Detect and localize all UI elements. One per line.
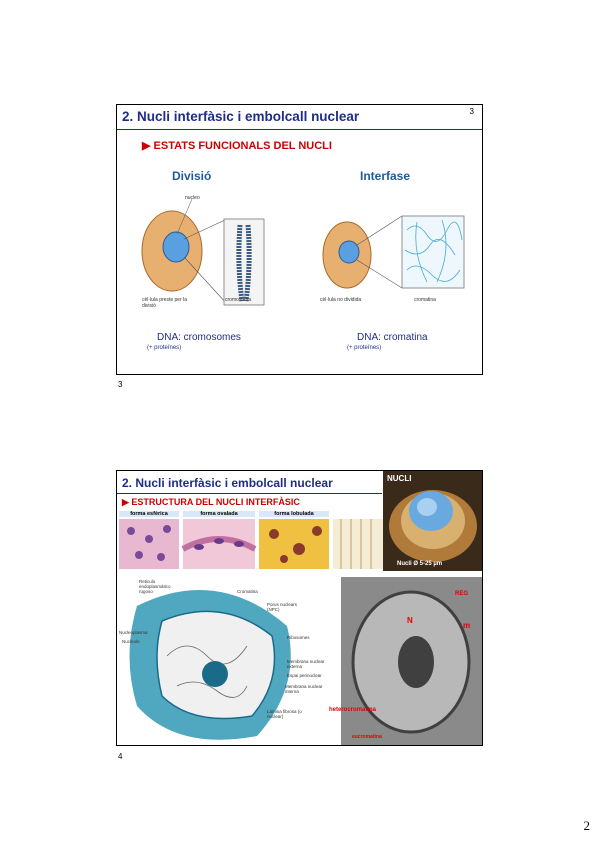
micro-label-n: N xyxy=(407,616,413,625)
nucleus-micrograph xyxy=(341,577,482,745)
nucleus-3d-image xyxy=(383,471,482,571)
interphase-cell-illustration xyxy=(322,215,465,289)
micro-label-rer: REG xyxy=(455,591,469,597)
nucleus-label: nucleo xyxy=(185,195,200,201)
label-rer: Reticulo endoplasmàtico rugoso xyxy=(139,579,171,594)
label-cromatina: Cromatina xyxy=(237,589,258,594)
left-cell-caption: cèl·lula preste per la divisió xyxy=(142,297,188,309)
slide-number: 3 xyxy=(469,107,474,116)
label-porus: Porus nuclears (NPC) xyxy=(267,602,298,612)
slide-number-below: 4 xyxy=(118,752,123,761)
title-rule xyxy=(117,129,482,130)
page-number: 2 xyxy=(583,818,591,833)
thumb-label-spherical: forma esfèrica xyxy=(119,511,179,517)
label-nucleoplasma: Nucleoplasma xyxy=(119,630,148,635)
label-lamina: Làmina fibrosa (o nuclear) xyxy=(267,709,302,719)
label-membrana-ext: Membrana nuclear externa xyxy=(287,659,325,669)
label-espai: Espai perinuclear xyxy=(287,673,322,678)
nuclear-envelope-diagram xyxy=(129,590,291,740)
tissue-thumbnails xyxy=(119,519,383,569)
thumb-label-oval: forma ovalada xyxy=(183,511,255,517)
section-heading: ▶ ESTRUCTURA DEL NUCLI INTERFÀSIC xyxy=(122,497,300,507)
label-nucleolo: Nucleolo xyxy=(122,639,140,644)
micro-label-heterochromatin: heterocromatina xyxy=(329,707,377,713)
section-heading: ▶ ESTATS FUNCIONALS DEL NUCLI xyxy=(142,140,332,152)
division-label: Divisió xyxy=(172,169,212,183)
left-inset-caption: cromosoma xyxy=(225,297,252,303)
micro-label-m: m xyxy=(463,621,471,630)
right-cell-caption: cèl·lula no dividida xyxy=(320,297,362,303)
interphase-label: Interfase xyxy=(360,169,411,183)
label-membrana-int: Membrana nuclear interna xyxy=(285,684,323,694)
micro-label-euchromatin: eucromatina xyxy=(352,734,382,740)
right-dna-label: DNA: cromatina xyxy=(357,332,428,343)
slide-4: 2. Nucli interfàsic i embolcall nuclear … xyxy=(116,470,483,746)
dividing-cell-illustration xyxy=(141,198,265,306)
slide-title: 2. Nucli interfàsic i embolcall nuclear xyxy=(122,109,360,124)
right-inset-caption: cromatina xyxy=(414,297,436,303)
nucli-label: NUCLI xyxy=(387,474,412,483)
thumb-label-lobulated: forma lobulada xyxy=(259,511,329,517)
slide-3: 2. Nucli interfàsic i embolcall nuclear … xyxy=(116,104,483,375)
slide-title: 2. Nucli interfàsic i embolcall nuclear xyxy=(122,476,333,490)
title-rule xyxy=(117,493,382,494)
right-proteins-label: (+ proteïnes) xyxy=(347,345,382,351)
label-ribosomes: Ribosomes xyxy=(287,635,310,640)
left-dna-label: DNA: cromosomes xyxy=(157,332,241,343)
slide-number-below: 3 xyxy=(118,380,123,389)
left-proteins-label: (+ proteïnes) xyxy=(147,345,182,351)
size-label: Nucli Ø 5-25 µm xyxy=(397,561,443,567)
